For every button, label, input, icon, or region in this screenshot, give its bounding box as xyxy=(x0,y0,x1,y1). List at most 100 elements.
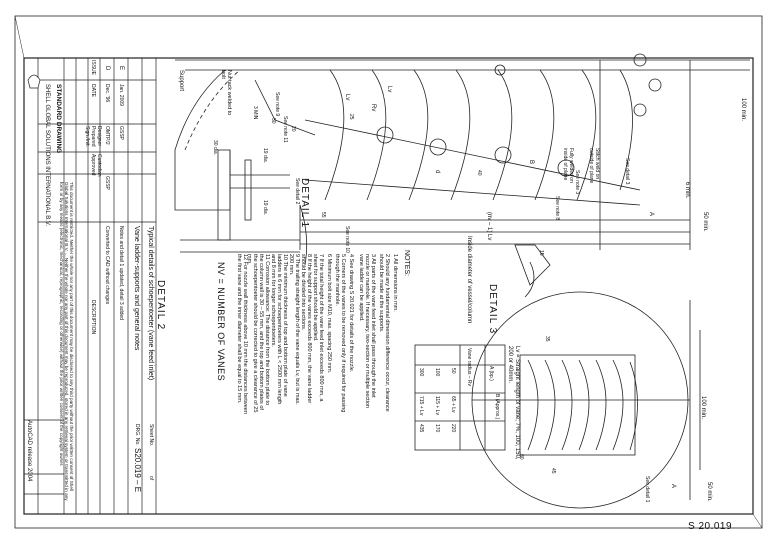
detail-1-drawing xyxy=(174,53,750,250)
detail-1-see-note-10: See note 10 xyxy=(344,226,350,253)
detail-1-40: 40 xyxy=(476,170,482,176)
detail-3-lv-note: Lv = Straight length of vane; 7%, 100, 1… xyxy=(507,346,520,460)
detail-3-th-a: A (bp.) xyxy=(488,366,494,381)
detail-3-title: DETAIL 3 xyxy=(487,284,498,335)
note-9: 9 The trailing straight length of the va… xyxy=(288,254,300,405)
detail-2-title: DETAIL 2 xyxy=(155,280,166,331)
detail-3-r3-c2: 715 + Lv xyxy=(418,396,424,416)
detail-1-pitch: (nv – 1) Lv xyxy=(486,212,492,241)
rev-row-e-date: Jan. 2009 xyxy=(118,84,124,106)
drawing-title-line1: Typical details of schoepentoeter (vane … xyxy=(147,226,154,381)
note-3: 3 All parts of the vane feed inlet shall… xyxy=(358,254,376,408)
outer-frame xyxy=(14,15,763,529)
company-name: SHELL GLOBAL SOLUTIONS INTERNATIONAL B.V… xyxy=(44,84,50,227)
notes-heading: NOTES: xyxy=(403,250,410,277)
detail-3-dim-50min: 50 min. xyxy=(706,482,712,502)
note-7: 7 If the total height of the vane feed i… xyxy=(312,254,324,402)
rev-header-issue: ISSUE xyxy=(90,60,96,76)
sheet-no-label: Sheet No. xyxy=(148,424,154,447)
detail-3-r1-c3: 220 xyxy=(450,424,456,433)
detail-1-see-note-3: See note 3 xyxy=(574,170,580,195)
detail-1-6min: 6 min. xyxy=(684,182,690,199)
detail-2-20: 20 xyxy=(290,126,296,132)
detail-1-100min: 100 min. xyxy=(740,98,746,122)
detail-1-inside-diameter: Inside diameter of vessel/column xyxy=(466,236,472,324)
rev-row-d-approved: GSSP xyxy=(104,176,110,190)
detail-1-A: A xyxy=(648,212,654,217)
drawing-number: S20.019 – E xyxy=(133,448,142,493)
title-block xyxy=(23,57,157,515)
note-10: 10 The minimum thickness of top and bott… xyxy=(270,254,288,405)
detail-2-support: Support xyxy=(178,70,184,92)
detail-3-drawing xyxy=(414,244,701,509)
note-1: 1 All dimensions in mm. xyxy=(392,254,398,312)
note-11: 11 Corrosion allowance: The distance fro… xyxy=(246,254,270,413)
detail-2-19dia-b: 19 dia. xyxy=(262,200,268,216)
note-4: 4 See drawing S 20.021 for details of th… xyxy=(348,254,354,373)
rev-header-designer: Designer xyxy=(96,126,102,147)
nv-label: NV = NUMBER OF VANES xyxy=(216,262,226,382)
rev-row-d-issue: D xyxy=(104,66,110,71)
detail-1-50min: 50 min. xyxy=(702,212,708,232)
rev-header-custodian: Custodian xyxy=(96,154,102,177)
detail-3-r1-c2: 65 + Lv xyxy=(450,396,456,413)
disclaimer-text: This document is restricted. Neither the… xyxy=(59,182,74,501)
rev-row-d-date: Dec. '96 xyxy=(104,84,110,103)
standard-label: STANDARD DRAWING xyxy=(55,84,62,154)
detail-1-lv-a: Lv xyxy=(344,94,350,101)
note-8: 8 If the height of the vanes exceeds 800… xyxy=(300,254,312,404)
detail-1-d: d xyxy=(434,170,440,174)
rev-header-date: DATE xyxy=(90,84,96,97)
detail-1-see-detail-2: See detail 2 xyxy=(294,178,300,205)
rev-row-e-by: GSSP xyxy=(118,126,124,140)
detail-3-dim-35: 35 xyxy=(544,336,550,342)
detail-1-title: DETAIL 1 xyxy=(299,178,310,229)
detail-2-50: 50 xyxy=(270,118,276,124)
detail-3-see-detail-1: See detail 1 xyxy=(644,476,650,503)
detail-1-B: B xyxy=(528,160,534,165)
detail-1-55: 55 xyxy=(320,212,326,218)
detail-1-see-note-11: See note 11 xyxy=(282,116,288,143)
detail-1-fully-welded: Fully welded on inside of plane xyxy=(562,148,574,183)
detail-3-r1-c1: 50 xyxy=(450,368,456,374)
detail-2-30dia: 30 dia. xyxy=(212,140,218,156)
detail-3-r2-c3: 170 xyxy=(434,424,440,433)
detail-3-dim-80: 80 xyxy=(518,454,524,460)
detail-3-th-b: B (Approx.) xyxy=(494,394,500,420)
rev-row-d-by: OMTP/2 xyxy=(104,126,110,145)
drg-no-label: DRG. No. xyxy=(134,424,140,446)
detail-2-note9: See note 9 xyxy=(274,92,280,117)
note-6: 6 Minimum bolt size M10, max. spacing 25… xyxy=(326,254,332,374)
rev-header-check: Sign./Init. xyxy=(84,126,90,147)
detail-3-r2-c2: 115 + Lv xyxy=(434,396,440,415)
detail-1-25: 25 xyxy=(348,114,354,120)
detail-1-stitch-weld: Stitch weld on outside of plane xyxy=(588,148,600,184)
note-12: 12 For nozzle wall thickness above 10 mm… xyxy=(236,254,248,414)
detail-2-drawing xyxy=(174,149,308,266)
detail-1-lv-b: Lv xyxy=(386,86,392,93)
rev-header-description: DESCRIPTION xyxy=(90,300,96,335)
drawing-title-line2: Vane ladder-supports and general notes xyxy=(133,226,140,351)
detail-3-th-rv: Vane radius – Rv xyxy=(466,348,472,386)
note-2: 2 Should any fundamental dimension diffe… xyxy=(378,254,390,412)
detail-3-r3-c1: 300 xyxy=(418,368,424,377)
detail-2-3min: 3 MIN xyxy=(252,106,258,120)
detail-3-r2-c1: 100 xyxy=(434,368,440,377)
software-label: AutoCAD release 2004 xyxy=(26,420,32,482)
rev-row-e-desc: Notes and detail 1 updated, detail 3 add… xyxy=(118,226,124,320)
rev-row-e-issue: E xyxy=(118,66,124,71)
detail-1-see-detail-3: See detail 3 xyxy=(624,158,630,185)
detail-1-see-note-8: See note 8 xyxy=(554,196,560,221)
detail-3-dim-15: 15 xyxy=(538,250,544,256)
detail-2-19dia-a: 19 dia. xyxy=(262,148,268,164)
rev-row-d-desc: Converted to CAD without changes xyxy=(104,226,110,305)
detail-3-dim-A: A xyxy=(670,484,676,489)
note-5: 5 Corners of the vanes to be removed onl… xyxy=(334,254,346,413)
of-label: of xyxy=(148,476,154,481)
detail-3-r3-c3: 435 xyxy=(418,424,424,433)
detail-3-dim-45: 45 xyxy=(550,468,556,474)
detail-3-dim-100min: 100 min. xyxy=(700,396,706,420)
sheet-code: S 20.019 xyxy=(688,521,733,532)
detail-1-rv: Rv xyxy=(370,104,376,112)
